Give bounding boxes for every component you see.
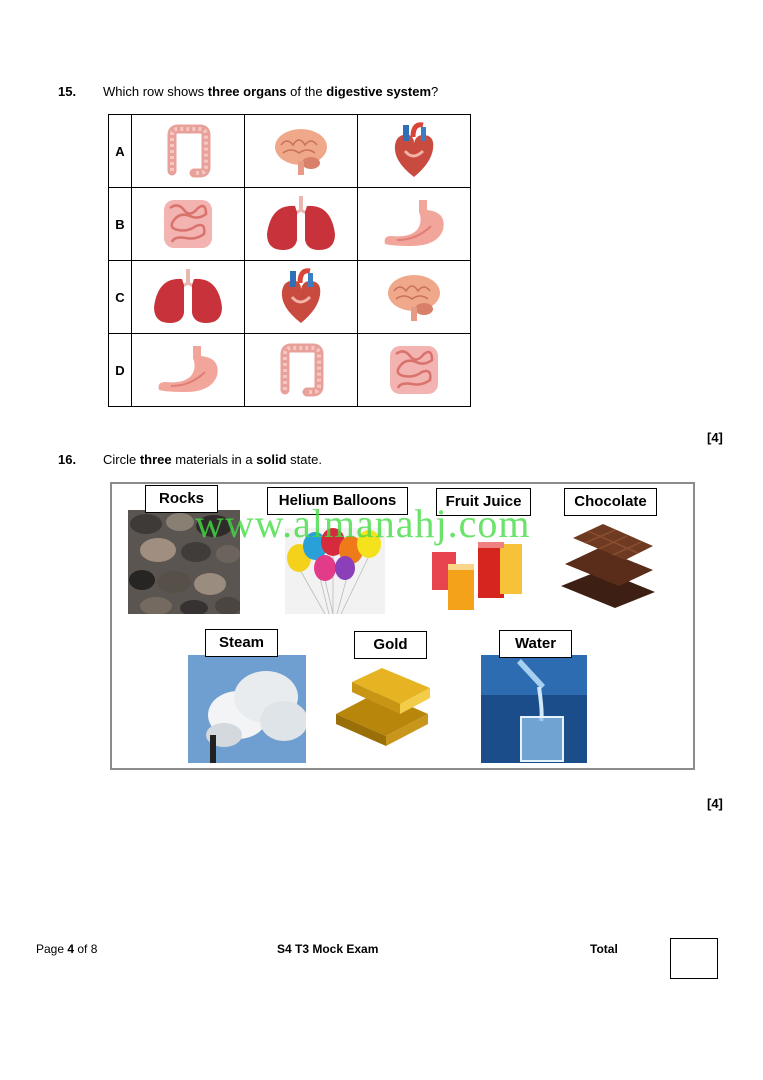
chocolate-image[interactable] — [555, 516, 659, 612]
lungs-image — [131, 260, 245, 334]
q15-marks: [4] — [707, 430, 723, 445]
large-intestine-image — [244, 333, 358, 407]
fruit-juice-image[interactable] — [428, 530, 526, 614]
organ-options-table: A B C D — [108, 114, 471, 407]
large-intestine-image — [131, 114, 245, 188]
small-intestine-image — [131, 187, 245, 261]
q16-question: Circle three materials in a solid state. — [103, 452, 322, 467]
page-number: Page 4 of 8 — [36, 942, 98, 956]
exam-title: S4 T3 Mock Exam — [277, 942, 379, 956]
q16-marks: [4] — [707, 796, 723, 811]
material-label-fruit-juice[interactable]: Fruit Juice — [436, 488, 531, 516]
option-row-b[interactable]: B — [108, 187, 471, 261]
option-row-d[interactable]: D — [108, 333, 471, 407]
q15-question: Which row shows three organs of the dige… — [103, 84, 439, 99]
heart-image — [357, 114, 471, 188]
option-row-a[interactable]: A — [108, 114, 471, 188]
small-intestine-image — [357, 333, 471, 407]
option-label: A — [108, 114, 132, 188]
steam-image[interactable] — [188, 655, 306, 763]
lungs-image — [244, 187, 358, 261]
material-label-gold[interactable]: Gold — [354, 631, 427, 659]
material-label-water[interactable]: Water — [499, 630, 572, 658]
total-label: Total — [590, 942, 618, 956]
total-score-box[interactable] — [670, 938, 718, 979]
stomach-image — [131, 333, 245, 407]
brain-image — [244, 114, 358, 188]
material-label-rocks[interactable]: Rocks — [145, 485, 218, 513]
materials-box — [110, 482, 695, 770]
material-label-steam[interactable]: Steam — [205, 629, 278, 657]
q15-number: 15. — [58, 84, 77, 99]
material-label-chocolate[interactable]: Chocolate — [564, 488, 657, 516]
balloons-image[interactable] — [285, 528, 385, 614]
option-row-c[interactable]: C — [108, 260, 471, 334]
rocks-image[interactable] — [128, 510, 240, 614]
brain-image — [357, 260, 471, 334]
q16-number: 16. — [58, 452, 77, 467]
gold-image[interactable] — [330, 662, 434, 746]
option-label: D — [108, 333, 132, 407]
material-label-helium-balloons[interactable]: Helium Balloons — [267, 487, 408, 515]
heart-image — [244, 260, 358, 334]
watermark: www.almanahj.com — [195, 501, 531, 546]
stomach-image — [357, 187, 471, 261]
option-label: C — [108, 260, 132, 334]
water-image[interactable] — [481, 655, 587, 763]
option-label: B — [108, 187, 132, 261]
